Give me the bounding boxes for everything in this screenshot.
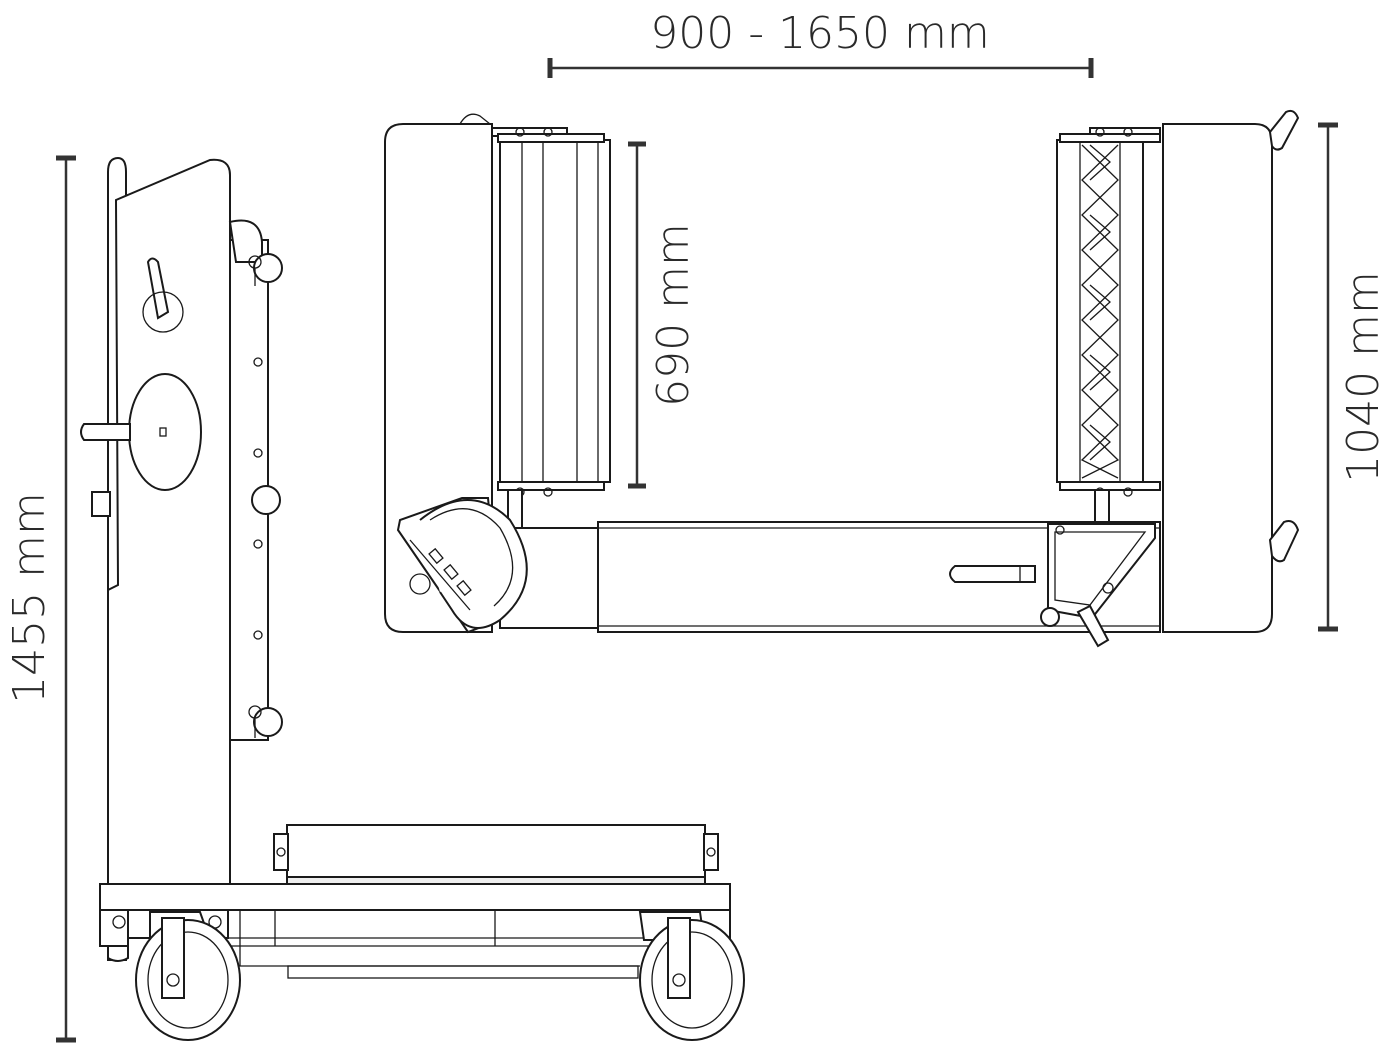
dimension-depth-label: 1040 mm <box>1338 271 1389 483</box>
right-caster-knob-top <box>1268 109 1300 151</box>
dimension-width-label: 900 - 1650 mm <box>650 8 990 59</box>
dimension-depth: 1040 mm <box>1318 122 1389 632</box>
left-roller <box>491 127 611 529</box>
bottom-roller <box>273 824 719 886</box>
base-frame <box>99 883 731 979</box>
lever <box>142 257 184 333</box>
dimension-height: 1455 mm <box>4 155 76 1043</box>
right-caster-wheel <box>638 911 745 1041</box>
side-plate <box>107 158 231 885</box>
dimension-roller-length-label: 690 mm <box>648 223 699 407</box>
right-side-frame <box>1162 123 1273 633</box>
dimension-height-label: 1455 mm <box>4 492 55 704</box>
right-clamp <box>1040 523 1156 648</box>
dimension-width: 900 - 1650 mm <box>547 8 1094 78</box>
left-handle <box>396 497 528 634</box>
left-caster-wheel <box>135 911 241 1041</box>
side-view <box>80 156 745 1041</box>
dimension-roller-length: 690 mm <box>628 141 699 489</box>
right-caster-knob-bottom <box>1268 520 1300 563</box>
side-bracket <box>91 491 111 517</box>
vertical-rail <box>228 219 283 741</box>
top-view <box>384 109 1300 648</box>
round-plate <box>80 373 202 491</box>
right-roller-brush <box>1056 127 1161 531</box>
